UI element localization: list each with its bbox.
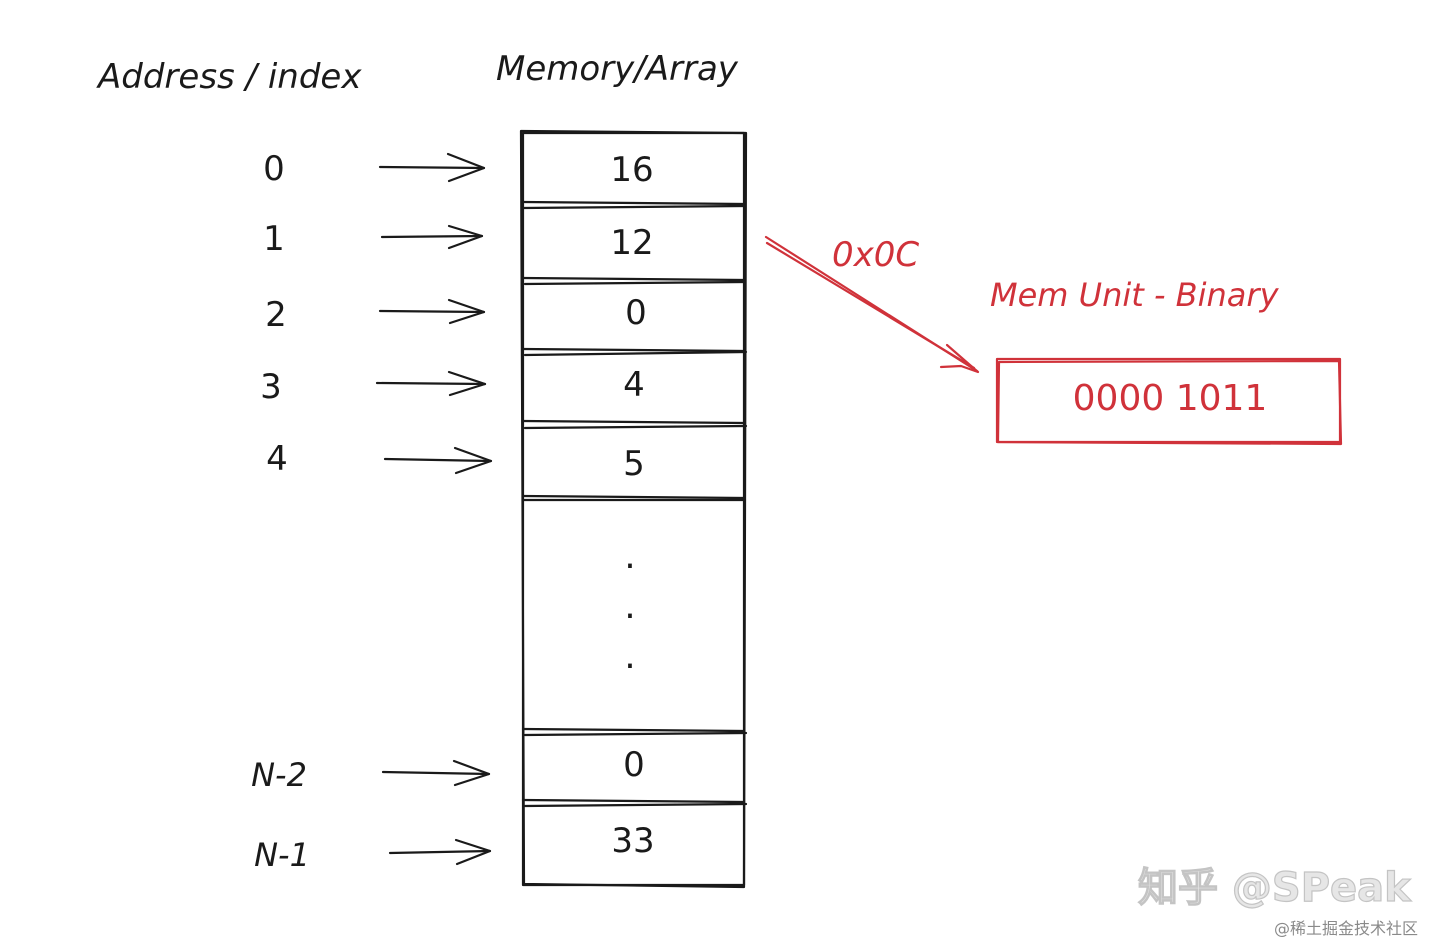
cell-dividers xyxy=(521,200,748,808)
memory-header: Memory/Array xyxy=(496,49,739,89)
cell-values: 16 12 0 4 5 0 33 xyxy=(610,150,654,861)
address-label: N-1 xyxy=(254,836,310,874)
ellipsis-dot: · xyxy=(624,646,635,687)
arrow-icon xyxy=(378,298,486,325)
arrow-icon xyxy=(378,152,486,183)
address-header: Address / index xyxy=(96,57,362,97)
hex-label: 0x0C xyxy=(832,235,919,275)
cell-value: 5 xyxy=(623,444,645,484)
address-label: 2 xyxy=(265,295,287,335)
cell-value: 4 xyxy=(623,365,645,405)
binary-value: 0000 1011 xyxy=(1073,378,1268,419)
cell-value: 33 xyxy=(611,821,654,861)
ellipsis-dot: · xyxy=(624,546,635,587)
address-label: N-2 xyxy=(251,756,307,794)
cell-value: 0 xyxy=(625,293,647,333)
address-labels: 0 1 2 3 4 N-2 N-1 xyxy=(251,149,310,874)
callout-arrow-icon xyxy=(764,235,980,374)
arrow-icon xyxy=(375,370,487,397)
callout-title: Mem Unit - Binary xyxy=(990,276,1280,314)
cell-value: 16 xyxy=(610,150,653,190)
watermark-sub: @稀土掘金技术社区 xyxy=(1274,919,1418,938)
arrow-icon xyxy=(381,759,491,787)
watermark: 知乎 @SPeak xyxy=(1138,865,1412,911)
address-label: 3 xyxy=(260,367,282,407)
address-label: 4 xyxy=(266,439,288,479)
arrow-icon xyxy=(383,446,493,475)
address-label: 1 xyxy=(263,219,285,259)
binary-box xyxy=(995,357,1343,446)
cell-value: 12 xyxy=(610,223,653,263)
arrow-icon xyxy=(380,224,484,250)
address-arrows xyxy=(375,152,493,866)
address-label: 0 xyxy=(263,149,285,189)
ellipsis-dot: · xyxy=(624,596,635,637)
vertical-ellipsis: · · · xyxy=(624,546,635,687)
cell-value: 0 xyxy=(623,745,645,785)
array-frame xyxy=(519,129,748,889)
arrow-icon xyxy=(388,838,492,866)
binary-callout: 0x0C Mem Unit - Binary 0000 1011 xyxy=(764,235,1343,446)
